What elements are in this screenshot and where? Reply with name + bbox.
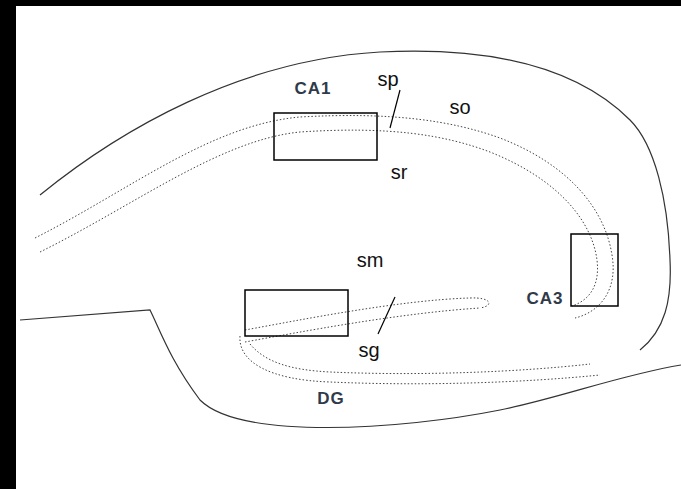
granule-layer-edge: [245, 298, 489, 330]
region-label: CA3: [526, 290, 563, 307]
granule-layer-edge: [250, 344, 590, 374]
layer-label: sr: [391, 162, 408, 182]
leader-line: [390, 90, 400, 128]
granule-layer-edge: [240, 336, 600, 384]
frame-bar: [0, 0, 681, 6]
region-label: DG: [317, 390, 345, 407]
layer-label: sp: [377, 69, 398, 89]
region-label: CA1: [294, 80, 331, 97]
layer-label: sm: [357, 250, 384, 270]
layer-label: sg: [358, 340, 379, 360]
pyramidal-layer-edge: [40, 130, 598, 306]
sample-box: [245, 290, 348, 336]
lower-outline: [20, 310, 681, 428]
layer-label: so: [449, 97, 470, 117]
frame-bar: [0, 0, 16, 489]
sample-box: [571, 234, 618, 306]
pyramidal-layer-edge: [35, 116, 613, 318]
sample-box: [274, 113, 377, 160]
outer-outline: [40, 51, 670, 350]
granule-layer-edge: [245, 308, 480, 342]
leader-line: [378, 297, 395, 334]
